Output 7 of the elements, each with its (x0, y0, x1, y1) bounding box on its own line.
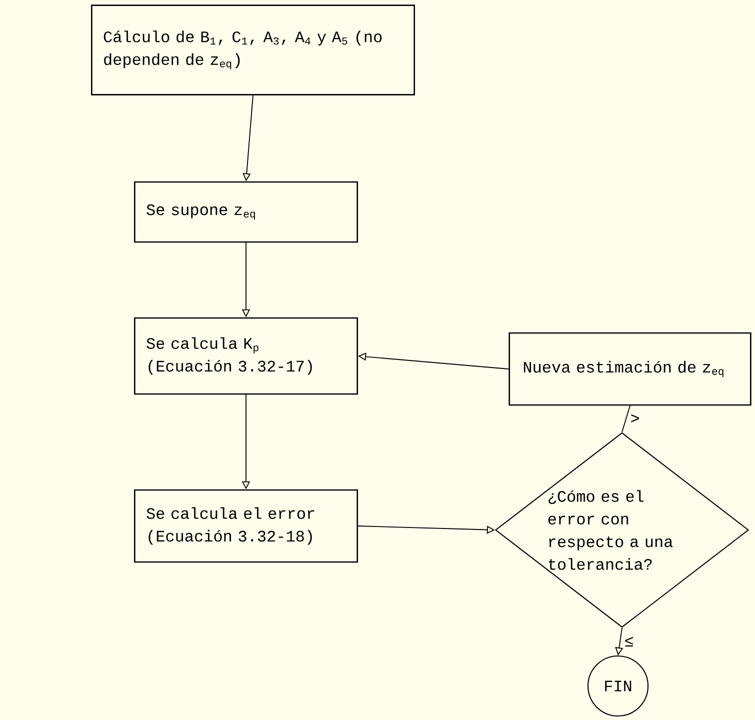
edge-label: ≤ (625, 636, 633, 646)
process-box: Nueva estimación de z$_{eq}$ (508, 332, 752, 406)
edge-label: > (631, 414, 639, 422)
process-box: Cálculo de B$_{1}$, C$_{1}$, A$_{3}$, A$_{4}$ y A$_{5}$ (no dependen de z$_{eq}$) (91, 4, 416, 96)
process-box: Se supone z$_{eq}$ (134, 181, 358, 243)
process-box: Se calcula el error (Ecuación 3.32-18) (134, 489, 358, 563)
process-box: Se calcula K$_{p}$ (Ecuación 3.32-17) (134, 317, 358, 395)
